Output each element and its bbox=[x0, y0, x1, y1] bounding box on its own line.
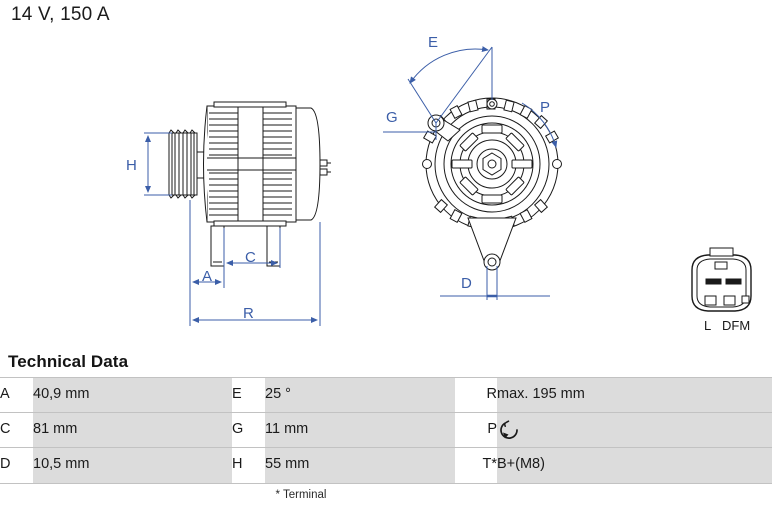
dim-label-H: H bbox=[126, 157, 137, 174]
dim-label-P: P bbox=[540, 99, 550, 116]
dim-value-r: max. 195 mm bbox=[497, 377, 772, 413]
alternator-housing bbox=[203, 101, 331, 227]
terminal-footnote: * Terminal bbox=[275, 488, 327, 501]
alternator-side-view bbox=[168, 101, 331, 267]
dim-key-g: G bbox=[232, 412, 265, 448]
dim-label-A: A bbox=[202, 268, 212, 285]
dim-key-e: E bbox=[232, 377, 265, 413]
technical-data-section: Technical Data A 40,9 mm E 25 ° R max. 1… bbox=[0, 352, 772, 501]
dim-key-h: H bbox=[232, 447, 265, 483]
connector-pin-label-L: L bbox=[704, 318, 711, 333]
alternator-front-view bbox=[422, 97, 562, 271]
dim-value-t: B+(M8) bbox=[497, 447, 772, 483]
dim-value-d: 10,5 mm bbox=[33, 447, 232, 483]
mounting-feet bbox=[210, 225, 281, 267]
pulley bbox=[168, 129, 208, 199]
table-row: C 81 mm G 11 mm P bbox=[0, 412, 772, 448]
table-row: A 40,9 mm E 25 ° R max. 195 mm bbox=[0, 377, 772, 413]
drawing-canvas: H A C R bbox=[126, 34, 752, 333]
connector-detail bbox=[691, 247, 752, 312]
dim-value-c: 81 mm bbox=[33, 412, 232, 448]
side-view-dimension-labels: H A C R bbox=[126, 157, 256, 322]
dim-key-d: D bbox=[0, 447, 33, 483]
dim-value-p bbox=[497, 412, 772, 448]
dim-value-g: 11 mm bbox=[265, 412, 455, 448]
dim-key-p: P bbox=[455, 412, 497, 448]
side-view-dimensions bbox=[144, 132, 321, 326]
dim-key-t: T* bbox=[455, 447, 497, 483]
counterclockwise-rotation-icon bbox=[497, 418, 523, 442]
dim-value-e: 25 ° bbox=[265, 377, 455, 413]
technical-drawing: H A C R bbox=[126, 34, 752, 333]
table-bottom-rule bbox=[0, 482, 772, 484]
front-view-dimensions bbox=[383, 46, 558, 300]
dim-label-G: G bbox=[386, 109, 398, 126]
dim-label-D: D bbox=[461, 275, 472, 292]
dim-label-C: C bbox=[245, 249, 256, 266]
technical-data-table: A 40,9 mm E 25 ° R max. 195 mm C 81 mm G… bbox=[0, 377, 772, 483]
dim-label-E: E bbox=[428, 34, 438, 51]
dim-key-c: C bbox=[0, 412, 33, 448]
table-row: D 10,5 mm H 55 mm T* B+(M8) bbox=[0, 447, 772, 483]
dim-value-a: 40,9 mm bbox=[33, 377, 232, 413]
dim-value-h: 55 mm bbox=[265, 447, 455, 483]
front-view-dimension-labels: E G P D bbox=[386, 34, 550, 292]
dim-label-R: R bbox=[243, 305, 254, 322]
connector-pin-label-DFM: DFM bbox=[722, 318, 750, 333]
dim-key-r: R bbox=[455, 377, 497, 413]
technical-data-heading: Technical Data bbox=[8, 352, 129, 371]
dim-key-a: A bbox=[0, 377, 33, 413]
page-title: 14 V, 150 A bbox=[11, 4, 110, 25]
connector-pin-labels: L DFM bbox=[704, 318, 750, 333]
